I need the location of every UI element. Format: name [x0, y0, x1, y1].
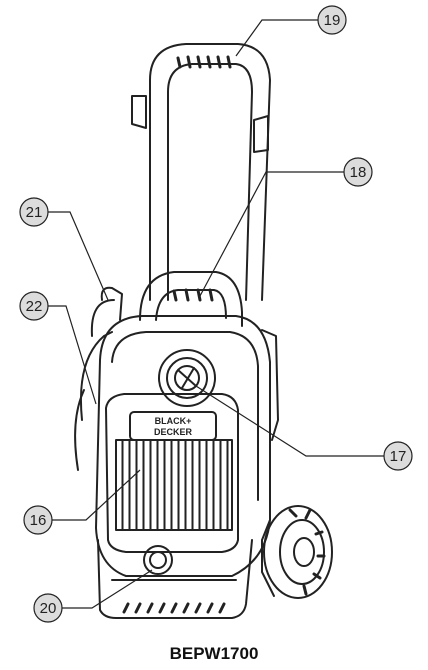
leader-22 [48, 305, 97, 405]
svg-text:17: 17 [390, 448, 407, 465]
svg-text:16: 16 [30, 512, 47, 529]
svg-text:22: 22 [26, 298, 43, 315]
callout-19: 19 [317, 5, 347, 35]
leader-16 [52, 469, 141, 521]
leader-21 [48, 211, 109, 301]
leader-lines [48, 19, 384, 609]
telescoping-handle [131, 43, 271, 301]
svg-text:21: 21 [26, 204, 43, 221]
brand-logo: BLACK+ DECKER [154, 416, 193, 437]
power-switch [158, 349, 216, 407]
front-grille [105, 393, 239, 553]
callout-21: 21 [19, 197, 49, 227]
callouts: 19 18 21 22 17 16 20 [19, 5, 413, 623]
model-name: BEPW1700 [169, 644, 259, 663]
svg-text:BLACK+: BLACK+ [155, 416, 192, 426]
callout-20: 20 [33, 593, 63, 623]
svg-text:DECKER: DECKER [154, 427, 193, 437]
callout-18: 18 [343, 157, 373, 187]
svg-text:18: 18 [350, 164, 367, 181]
callout-17: 17 [383, 441, 413, 471]
wheel [261, 505, 333, 599]
leader-19 [235, 19, 318, 57]
callout-16: 16 [23, 505, 53, 535]
svg-text:20: 20 [40, 600, 57, 617]
callout-22: 22 [19, 291, 49, 321]
leader-17 [195, 385, 384, 457]
svg-text:19: 19 [324, 12, 341, 29]
hose-hook [90, 286, 123, 337]
carry-handle [139, 271, 243, 327]
pressure-washer-illustration [74, 43, 333, 619]
wand-holder [74, 331, 113, 471]
water-inlet [143, 545, 173, 575]
leader-18 [199, 171, 344, 297]
base [97, 539, 253, 619]
leader-20 [62, 569, 153, 609]
